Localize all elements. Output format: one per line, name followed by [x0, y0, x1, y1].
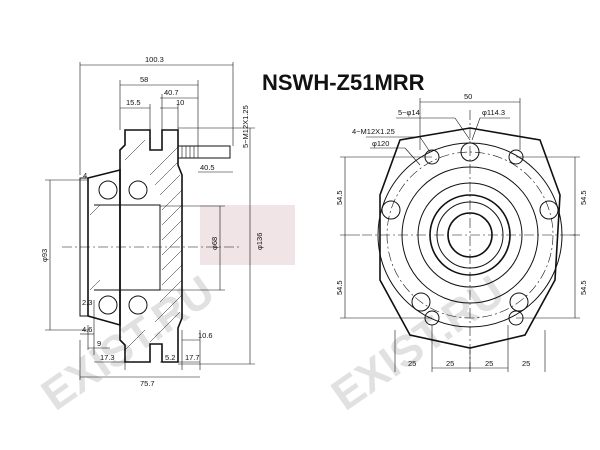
- side-section-view: 100.3 58 40.7 15.5 10 5~M12X1.25 40.5 φ9…: [40, 55, 264, 388]
- dim-phi-120: φ120: [372, 139, 389, 148]
- circle-pilot: [401, 166, 539, 304]
- front-dimension-lines: [340, 98, 580, 372]
- bearing-ball-top-right: [128, 180, 148, 200]
- circle-seal: [436, 201, 504, 269]
- dim-100-3: 100.3: [145, 55, 164, 64]
- watermark-text-left: EXIST.RU: [33, 266, 223, 420]
- flange-outer-contour: [379, 127, 561, 349]
- dim-25-bottom-right: 25: [522, 359, 530, 368]
- bearing-ball-bottom-right: [128, 295, 148, 315]
- dim-phi-93: φ93: [40, 249, 49, 262]
- stud-hole-bottom-left: [411, 292, 431, 312]
- dim-pcd-114-3: φ114.3: [482, 108, 505, 117]
- stud-hole-top: [460, 142, 480, 162]
- dim-25-right: 25: [485, 359, 493, 368]
- dim-9: 9: [97, 339, 101, 348]
- dim-75-7: 75.7: [140, 379, 155, 388]
- dim-stud-thread: 5~M12X1.25: [241, 105, 250, 148]
- dim-40-7: 40.7: [164, 88, 179, 97]
- dim-15-5: 15.5: [126, 98, 141, 107]
- dim-54-5-top-left: 54.5: [335, 190, 344, 205]
- watermark-text-right: EXIST.RU: [323, 266, 513, 420]
- dim-17-3: 17.3: [100, 353, 115, 362]
- stud-holes: [381, 142, 559, 312]
- watermark: EXIST.RU EXIST.RU: [33, 205, 513, 420]
- part-number-title: NSWH-Z51MRR: [262, 70, 425, 95]
- dim-54-5-top-right: 54.5: [579, 190, 588, 205]
- stud-hole-bottom-right: [509, 292, 529, 312]
- dim-holes-14: 5~φ14: [398, 108, 420, 117]
- bearing-ball-top-left: [98, 180, 118, 200]
- dim-17-7: 17.7: [185, 353, 200, 362]
- dim-40-5: 40.5: [200, 163, 215, 172]
- section-hatching: [89, 139, 183, 351]
- watermark-band: [200, 205, 295, 265]
- circle-hub-outer: [417, 182, 523, 288]
- stud-hole-right: [539, 200, 559, 220]
- dim-5-2: 5.2: [165, 353, 175, 362]
- dim-25-bottom-left: 25: [408, 359, 416, 368]
- dim-54-5-bottom-right: 54.5: [579, 280, 588, 295]
- stud-shank: [177, 145, 231, 159]
- side-dimension-lines: [45, 62, 255, 380]
- dim-4: 4: [83, 171, 87, 180]
- dim-10-6: 10.6: [198, 331, 213, 340]
- dim-58: 58: [140, 75, 148, 84]
- dim-2-3: 2.3: [82, 298, 92, 307]
- dim-25-left: 25: [446, 359, 454, 368]
- hub-seal-ring: [79, 177, 89, 317]
- dim-10: 10: [176, 98, 184, 107]
- dim-thread-m12: 4~M12X1.25: [352, 127, 395, 136]
- stud-hole-left: [381, 200, 401, 220]
- dim-4-6: 4.6: [82, 325, 92, 334]
- circle-spline: [447, 212, 493, 258]
- dim-phi-136: φ136: [255, 233, 264, 250]
- hub-bore: [94, 204, 161, 291]
- bearing-ball-bottom-left: [98, 295, 118, 315]
- circle-pcd: [386, 151, 554, 319]
- circle-hub-bore: [429, 194, 511, 276]
- dim-phi-68: φ68: [210, 237, 219, 250]
- dim-50: 50: [464, 92, 472, 101]
- dim-54-5-bottom-left: 54.5: [335, 280, 344, 295]
- front-view: 50 5~φ14 φ114.3 4~M12X1.25 φ120 54.5 54.…: [335, 92, 588, 375]
- hub-body-outline: [87, 168, 121, 327]
- wheel-stud: [177, 145, 231, 159]
